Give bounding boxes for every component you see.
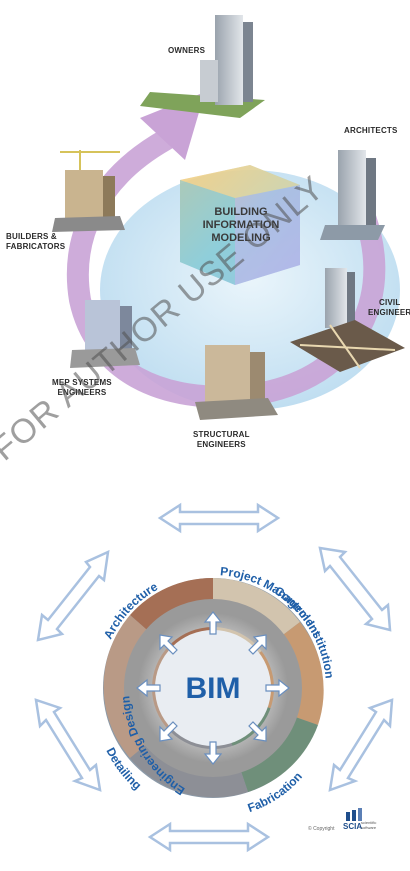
spoke-arrow-br: [248, 721, 267, 742]
outer-arrow-top: [157, 502, 281, 534]
spoke-arrow-bl: [159, 721, 178, 742]
label-mep-line-1: MEP SYSTEMS: [52, 378, 112, 387]
spoke-arrow-tl: [159, 634, 178, 655]
architects-building: [320, 150, 385, 240]
scia-logo-subtitle: scientific software: [361, 820, 391, 830]
label-mep-line-2: ENGINEERS: [57, 388, 107, 397]
label-builders-line-1: BUILDERS &: [6, 232, 57, 241]
outer-arrow-left-upper: [36, 549, 110, 642]
label-builders: BUILDERS & FABRICATORS: [6, 232, 65, 252]
outer-arrow-right-lower: [328, 698, 394, 792]
label-civil-line-2: ENGINEER: [368, 308, 410, 317]
label-structural-line-2: ENGINEERS: [196, 440, 246, 449]
spoke-arrow-left: [136, 678, 161, 698]
spoke-arrow-top: [203, 611, 223, 635]
hub-center: [155, 630, 271, 746]
label-structural-line-1: STRUCTURAL: [193, 430, 250, 439]
spoke-arrow-tr: [248, 634, 267, 655]
outer-arrow-right-upper: [318, 546, 392, 632]
center-title-line-1: BUILDING: [214, 206, 268, 218]
outer-arrow-left-lower: [34, 698, 102, 792]
label-structural: STRUCTURAL ENGINEERS: [193, 430, 250, 450]
bim-wheel: Architecture Project Management Control …: [34, 502, 394, 853]
center-title: BUILDING INFORMATION MODELING: [186, 206, 296, 245]
scia-sub-line-1: scientific: [361, 820, 377, 825]
spoke-arrow-bottom: [203, 741, 223, 765]
spoke-arrow-right: [265, 678, 290, 698]
civil-building: [290, 268, 405, 372]
builders-building: [52, 150, 125, 232]
scia-sub-line-2: software: [361, 825, 377, 830]
hub-label: BIM: [186, 672, 241, 705]
structural-building: [195, 345, 278, 420]
label-civil: CIVIL ENGINEER: [368, 298, 410, 318]
lifecycle-diagram: [52, 15, 405, 420]
center-title-line-2: INFORMATION: [202, 219, 280, 231]
outer-arrow-bottom: [147, 821, 271, 853]
label-architects: ARCHITECTS: [344, 126, 398, 135]
copyright-text: © Copyright: [308, 826, 335, 832]
bim-cube: [180, 165, 300, 285]
mep-building: [70, 300, 140, 368]
outer-arrows: [34, 502, 394, 853]
label-owners: OWNERS: [168, 46, 206, 55]
label-civil-line-1: CIVIL: [378, 298, 401, 307]
scia-logo-text: SCIA: [343, 822, 363, 831]
label-builders-line-2: FABRICATORS: [6, 242, 66, 251]
scia-logo-mark: [346, 808, 362, 821]
center-title-line-3: MODELING: [211, 232, 271, 244]
owners-building: [140, 15, 265, 118]
label-mep: MEP SYSTEMS ENGINEERS: [52, 378, 112, 398]
spoke-arrows: [136, 611, 290, 765]
